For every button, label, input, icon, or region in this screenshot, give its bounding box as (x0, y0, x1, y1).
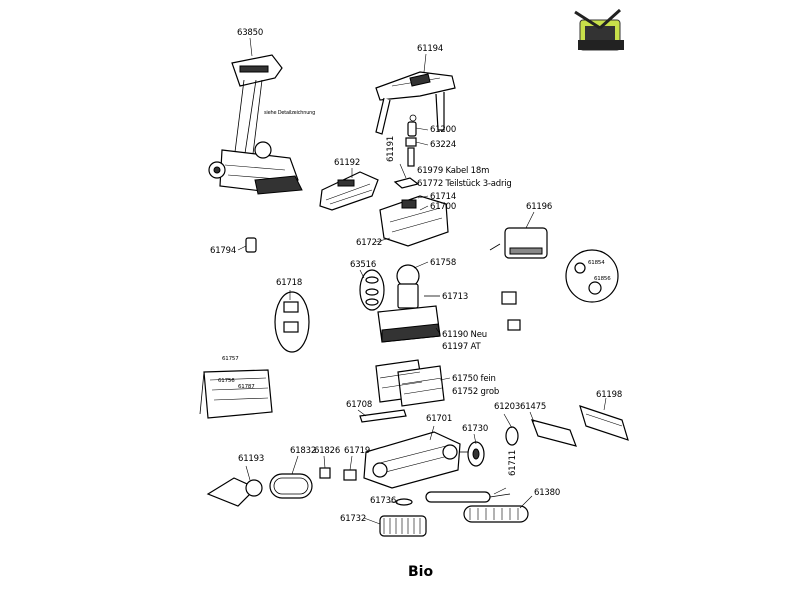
power-supply-61196 (489, 227, 619, 303)
label-61732: 61732 (340, 514, 367, 524)
label-61979: 61979 Kabel 18m (417, 166, 490, 176)
label-61826: 61826 (314, 446, 341, 456)
motor-housing-61190 (377, 305, 441, 343)
label-61794: 61794 (210, 246, 237, 256)
label-61757: 61757 (222, 356, 239, 362)
label-61380: 61380 (534, 488, 561, 498)
label-61772: 61772 Teilstück 3-adrig (417, 179, 512, 189)
label-61196: 61196 (526, 202, 553, 212)
cover-61192 (319, 171, 379, 211)
motor-61758 (396, 264, 420, 318)
label-61758: 61758 (430, 258, 457, 268)
diagram-caption: Bio (408, 564, 434, 580)
label-61192: 61192 (334, 158, 361, 168)
clips (501, 291, 521, 331)
label-61856: 61856 (594, 276, 611, 282)
label-61719: 61719 (344, 446, 371, 456)
chassis-61701 (363, 431, 461, 489)
label-61198: 61198 (596, 390, 623, 400)
bar-61708 (359, 409, 407, 423)
label-61711: 61711 (508, 449, 518, 476)
label-61714: 61714 (430, 192, 457, 202)
label-63850: 63850 (237, 28, 264, 38)
swivel-parts (393, 114, 420, 189)
brush-61380 (463, 505, 529, 523)
side-plate-61193 (206, 477, 263, 507)
label-61700: 61700 (430, 202, 457, 212)
part-61826 (319, 467, 331, 479)
label-61197: 61197 AT (442, 342, 481, 352)
label-61756: 61756 (218, 378, 235, 384)
motor-cover-61700 (379, 195, 449, 247)
label-61750: 61750 fein (452, 374, 496, 384)
label-61190: 61190 Neu (442, 330, 487, 340)
label-61713: 61713 (442, 292, 469, 302)
label-61736: 61736 (370, 496, 397, 506)
label-61832: 61832 (290, 446, 317, 456)
track-61832 (269, 473, 313, 499)
brush-61732 (379, 515, 427, 537)
part-61794 (245, 237, 257, 253)
label-61708: 61708 (346, 400, 373, 410)
wheel-61730 (460, 441, 485, 467)
right-track-parts (505, 405, 629, 447)
part-61719 (343, 469, 357, 481)
label-61193: 61193 (238, 454, 265, 464)
label-61722: 61722 (356, 238, 383, 248)
axle-61711 (425, 491, 511, 503)
filter-61750 (375, 359, 445, 407)
product-photo (574, 8, 624, 51)
handle-61194 (375, 71, 456, 135)
label-61194: 61194 (417, 44, 444, 54)
label-61203: 61203 (494, 402, 521, 412)
caddy-cart (208, 54, 303, 195)
label-61854: 61854 (588, 260, 605, 266)
leader-lines (237, 37, 607, 525)
label-61730: 61730 (462, 424, 489, 434)
label-61475: 61475 (520, 402, 547, 412)
detail-61718 (274, 291, 310, 353)
label-61200: 61200 (430, 125, 457, 135)
label-61191: 61191 (386, 135, 396, 162)
label-61701: 61701 (426, 414, 453, 424)
label-61752: 61752 grob (452, 387, 500, 397)
label-siehe-detailzeichnung: siehe Detailzeichnung (264, 110, 316, 116)
part-61736 (395, 498, 413, 506)
label-61787: 61787 (238, 384, 255, 390)
label-63224: 63224 (430, 140, 457, 150)
label-63516: 63516 (350, 260, 377, 270)
filter-box-left (199, 369, 273, 419)
impeller-63516 (359, 269, 385, 311)
label-61718: 61718 (276, 278, 303, 288)
